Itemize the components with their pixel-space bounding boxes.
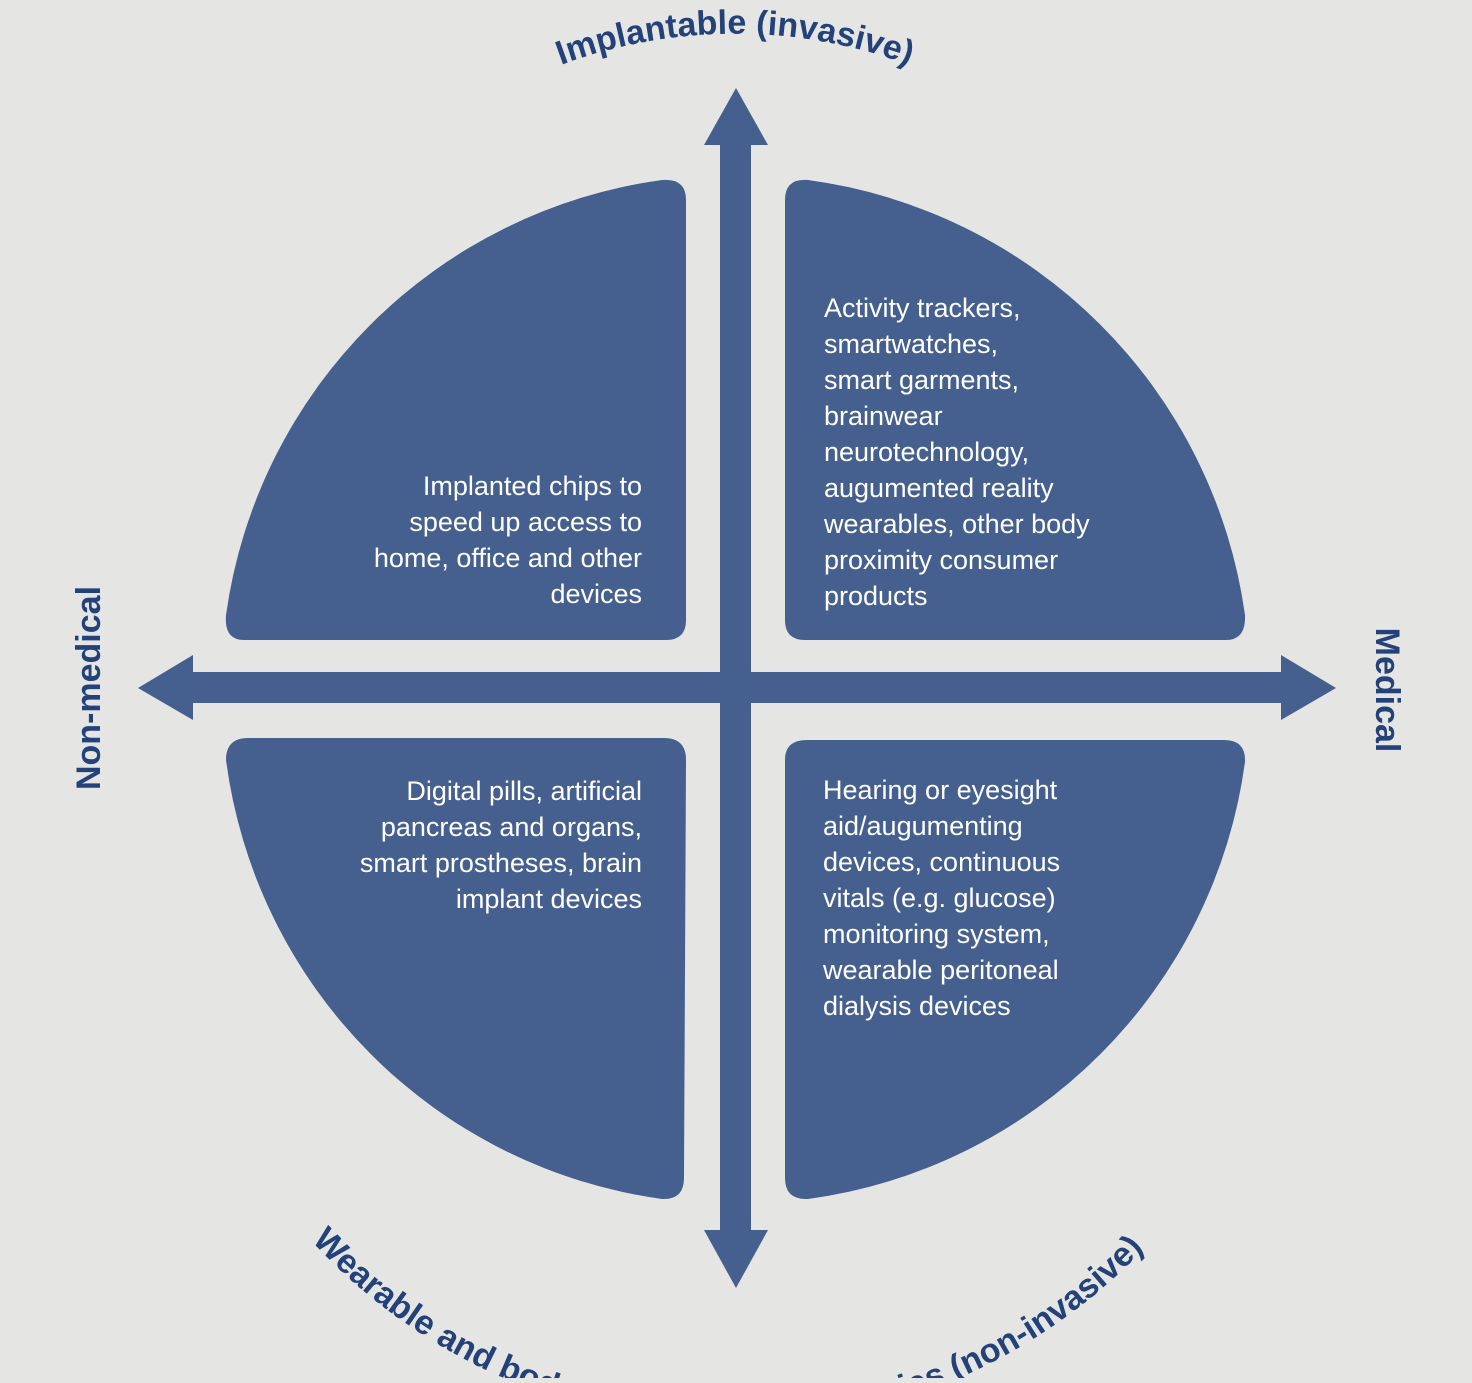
quadrant-text-line: aid/augumenting (823, 811, 1023, 841)
quadrant-text-line: implant devices (455, 884, 642, 914)
quadrant-text-line: proximity consumer (824, 545, 1059, 575)
quadrant-bottom-left-text: Digital pills, artificial pancreas and or… (360, 773, 642, 917)
quadrant-text-line: products (824, 581, 928, 611)
quadrant-text-line: brainwear (824, 401, 943, 431)
quadrant-text-line: smart prostheses, brain (359, 848, 642, 878)
arrow-left-icon (138, 655, 193, 720)
quadrant-top-left-shape (225, 179, 686, 641)
quadrant-text-line: devices (550, 579, 642, 609)
quadrant-text-line: wearable peritoneal (823, 955, 1059, 985)
horizontal-axis (185, 672, 1290, 703)
quadrant-top-right-shape (785, 179, 1246, 641)
quadrant-bottom-left-shape (226, 738, 686, 1200)
quadrant-text-line: Digital pills, artificial (406, 776, 642, 806)
quadrant-text-line: Activity trackers, (824, 293, 1021, 323)
quadrant-text-line: home, office and other (373, 543, 642, 573)
axis-label-right: Medical (1368, 628, 1406, 753)
quadrant-text-line: speed up access to (409, 507, 642, 537)
quadrant-text-line: wearables, other body (824, 509, 1090, 539)
arrow-up-icon (704, 88, 768, 145)
quadrant-text-line: dialysis devices (823, 991, 1011, 1021)
quadrant-text-line: devices, continuous (823, 847, 1061, 877)
arrow-right-icon (1281, 655, 1336, 720)
quadrant-top-left-text: Implanted chips to speed up access to home… (374, 468, 642, 612)
quadrant-text-line: monitoring system, (823, 919, 1050, 949)
quadrant-text-line: smart garments, (824, 365, 1020, 395)
quadrant-text-line: vitals (e.g. glucose) (823, 883, 1056, 913)
quadrant-text-line: neurotechnology, (824, 437, 1030, 467)
quadrant-text-line: augumented reality (824, 473, 1054, 503)
quadrant-text-line: smartwatches, (824, 329, 999, 359)
quadrant-text-line: Hearing or eyesight (823, 775, 1058, 805)
axis-label-left: Non-medical (70, 586, 108, 790)
arrow-down-icon (704, 1230, 768, 1288)
quadrant-text-line: Implanted chips to (422, 471, 642, 501)
axis-label-top: Implantable (invasive) (551, 4, 920, 73)
quadrant-top-right-text: Activity trackers, smartwatches, smart gar… (824, 290, 1090, 614)
quadrant-text-line: pancreas and organs, (380, 812, 642, 842)
quadrant-bottom-right-text: Hearing or eyesight aid/augumenting device… (823, 772, 1060, 1024)
quadrant-bottom-right-shape (785, 740, 1246, 1200)
